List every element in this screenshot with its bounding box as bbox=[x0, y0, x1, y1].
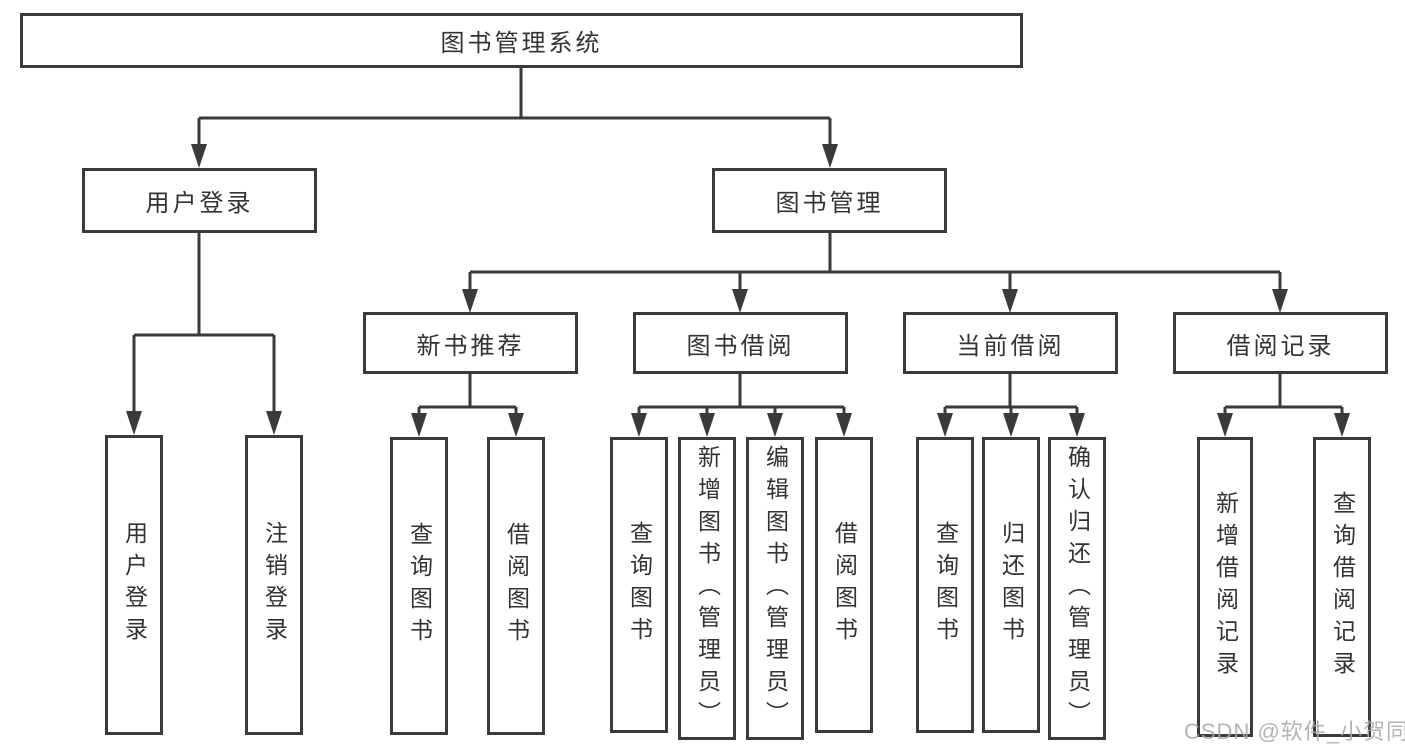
node-book-management: 图书管理 bbox=[712, 168, 947, 233]
leaf-add-book-admin: 新增图书（管理员） bbox=[678, 437, 736, 740]
leaf-query-books-recommend: 查询图书 bbox=[390, 437, 448, 735]
leaf-borrow-books: 借阅图书 bbox=[815, 437, 873, 733]
node-user-login: 用户登录 bbox=[82, 168, 317, 233]
leaf-edit-book-admin: 编辑图书（管理员） bbox=[746, 437, 804, 740]
node-current-borrowing: 当前借阅 bbox=[903, 312, 1118, 374]
node-library-management-system: 图书管理系统 bbox=[20, 13, 1023, 68]
leaf-query-borrow-record: 查询借阅记录 bbox=[1313, 437, 1371, 737]
csdn-watermark: CSDN @软件_小贺同学 bbox=[1184, 719, 1405, 744]
leaf-logout: 注销登录 bbox=[245, 435, 303, 735]
leaf-add-borrow-record: 新增借阅记录 bbox=[1197, 437, 1253, 737]
leaf-user-login: 用户登录 bbox=[105, 435, 163, 735]
leaf-query-books-borrow: 查询图书 bbox=[610, 437, 668, 733]
leaf-borrow-books-recommend: 借阅图书 bbox=[487, 437, 545, 735]
leaf-return-books: 归还图书 bbox=[982, 437, 1040, 733]
node-new-book-recommendation: 新书推荐 bbox=[363, 312, 578, 374]
node-borrowing-records: 借阅记录 bbox=[1173, 312, 1388, 374]
leaf-query-books-current: 查询图书 bbox=[916, 437, 974, 733]
leaf-confirm-return-admin: 确认归还（管理员） bbox=[1048, 437, 1106, 740]
node-book-borrowing: 图书借阅 bbox=[633, 312, 848, 374]
